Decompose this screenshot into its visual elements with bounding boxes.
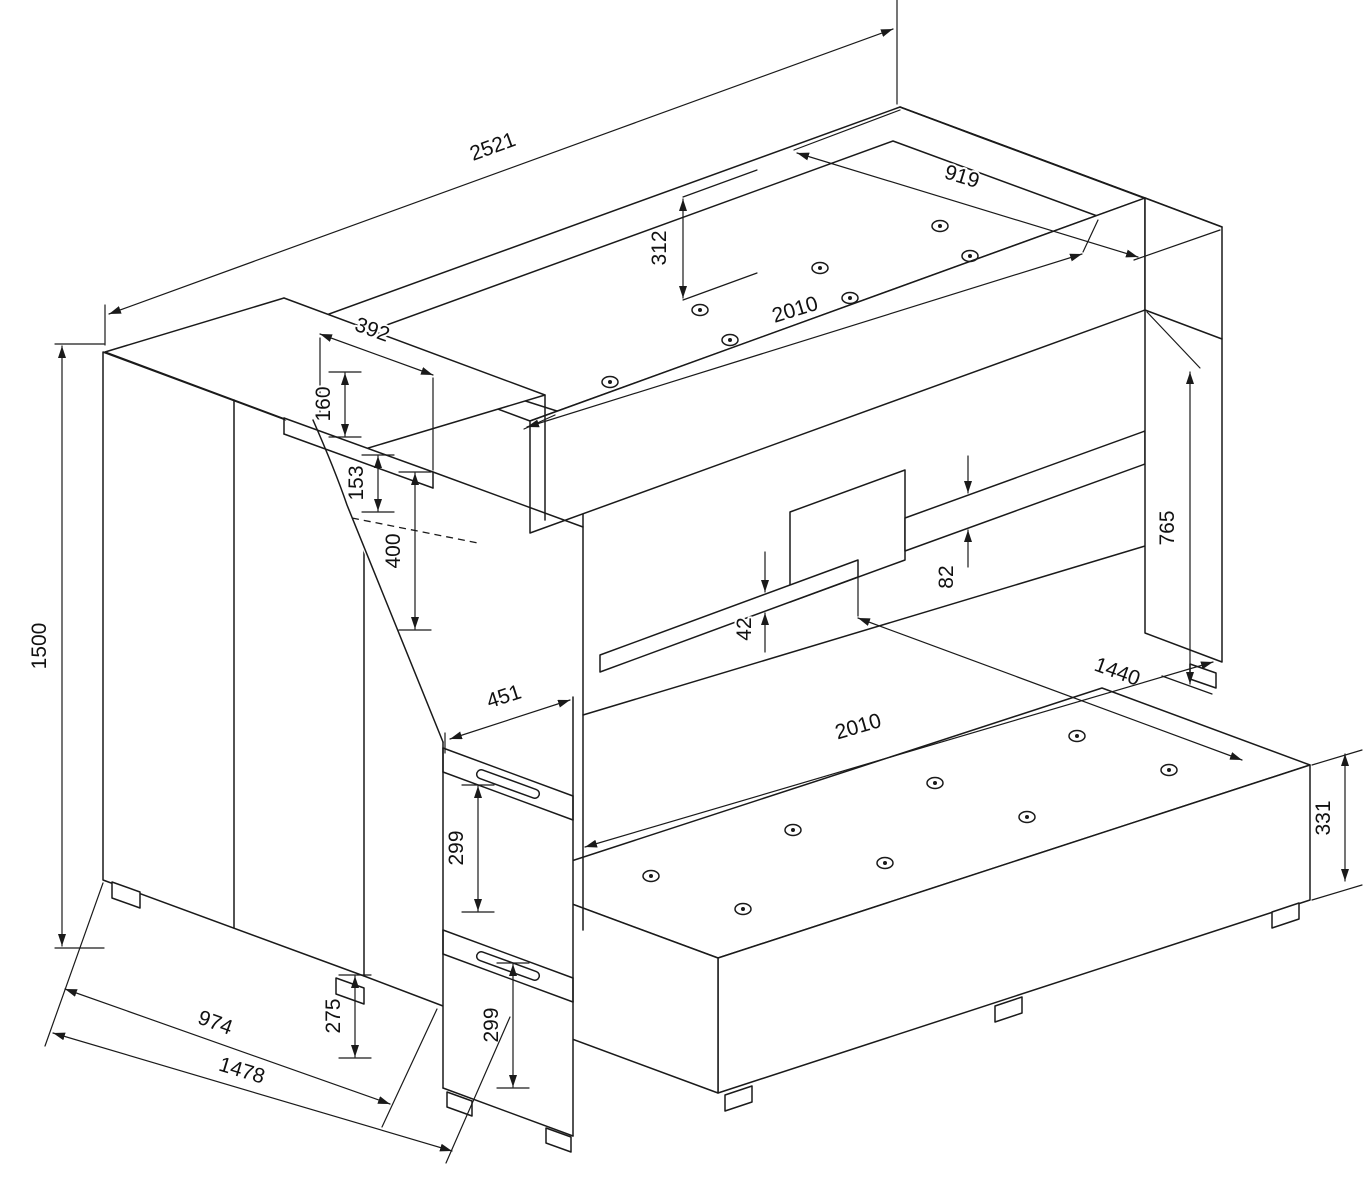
dim-label-299-upper: 299 (445, 830, 468, 865)
dimension-line (449, 699, 571, 740)
mattress-button-center (728, 338, 732, 342)
trundle-bed (509, 687, 1311, 1094)
extension-line (682, 169, 758, 198)
dimension-line (319, 333, 434, 376)
dim-label-312: 312 (648, 230, 671, 265)
tread-back-edge (442, 929, 574, 979)
mattress-button-center (938, 224, 942, 228)
foot (1271, 902, 1300, 929)
mattress-button-center (1167, 768, 1171, 772)
foot (724, 1085, 753, 1112)
stairs-silhouette (284, 418, 573, 1136)
tread-front-edge (442, 953, 574, 1003)
dim-label-275: 275 (322, 998, 345, 1033)
dimension-line (584, 661, 1214, 848)
foot (111, 881, 141, 909)
mattress-button (734, 902, 752, 916)
dim-label-1500: 1500 (28, 623, 51, 670)
mattress-button (642, 869, 660, 883)
dimension-landing-drop: 400 (380, 471, 432, 631)
mattress-button-center (968, 254, 972, 258)
landing-front-edge (283, 417, 434, 473)
dimension-trundle-height: 331 (1310, 749, 1363, 901)
stairs-bottom-edge (442, 1087, 574, 1137)
extension-line (1146, 311, 1201, 369)
dim-label-400: 400 (382, 533, 405, 568)
dimension-top-offset: 160 (310, 371, 362, 438)
landing-thickness-edge (283, 433, 434, 489)
backrest-panel (789, 469, 906, 603)
mattress-button-center (818, 266, 822, 270)
extension-line (793, 109, 901, 151)
right-end-panel (1144, 197, 1223, 663)
wardrobe-base-edge (363, 975, 444, 1007)
extension-line (445, 1016, 511, 1164)
right-end-panel-inner-edge (1144, 309, 1223, 340)
dim-label-2010-lower: 2010 (833, 709, 884, 744)
mattress-button-center (608, 380, 612, 384)
dim-label-299-lower: 299 (480, 1007, 503, 1042)
dimension-line (108, 28, 894, 315)
tread-back-edge (442, 747, 574, 797)
mattress-button-center (698, 308, 702, 312)
dimension-rail-thickness: 82 (933, 455, 972, 591)
dim-label-2521: 2521 (467, 128, 519, 166)
foot (545, 1127, 572, 1153)
dim-label-42: 42 (733, 617, 756, 640)
dim-label-153: 153 (345, 465, 368, 500)
dim-label-331: 331 (1312, 800, 1335, 835)
stair-tread-upper (442, 747, 574, 821)
stringer-curved-edge (312, 419, 444, 743)
dimension-line (796, 152, 1139, 258)
mattress-button-center (791, 828, 795, 832)
dimension-step-offset: 153 (343, 454, 395, 513)
mattress-button-center (933, 781, 937, 785)
dim-label-82: 82 (935, 565, 958, 588)
dim-label-765: 765 (1156, 510, 1179, 545)
dimension-line (52, 1032, 453, 1152)
foot (994, 996, 1023, 1023)
dimension-riser-upper: 299 (443, 784, 495, 913)
tread-front-edge (442, 771, 574, 821)
landing-to-bed-edge (432, 471, 584, 528)
extension-line (381, 1008, 438, 1128)
dimension-footprint-depth: 1478 (52, 1016, 511, 1164)
mattress-button (876, 856, 894, 870)
tread-handle-slot (475, 951, 541, 981)
mattress-button-center (741, 907, 745, 911)
tread-handle-slot (475, 769, 541, 799)
dim-label-974: 974 (195, 1006, 236, 1040)
mattress-button-center (883, 861, 887, 865)
stair-tread-lower (442, 929, 574, 1003)
extension-line (1082, 219, 1099, 253)
dimension-annotations: 2521 919 312 2010 392 (26, 0, 1363, 1164)
dimension-line (526, 253, 1083, 428)
mattress-button-center (1025, 815, 1029, 819)
side-rail-82 (904, 430, 1146, 552)
mattress-button-center (1075, 734, 1079, 738)
extension-line (1133, 229, 1221, 261)
extension-line (44, 882, 104, 1047)
dim-label-160: 160 (312, 386, 335, 421)
mattress-button-center (848, 296, 852, 300)
mattress-button-center (649, 874, 653, 878)
dimension-slat-thickness: 42 (731, 551, 769, 653)
extension-line (1311, 749, 1363, 766)
extension-line (1311, 884, 1363, 901)
side-rail-42 (599, 559, 859, 673)
dimension-overall-height: 1500 (26, 343, 105, 949)
